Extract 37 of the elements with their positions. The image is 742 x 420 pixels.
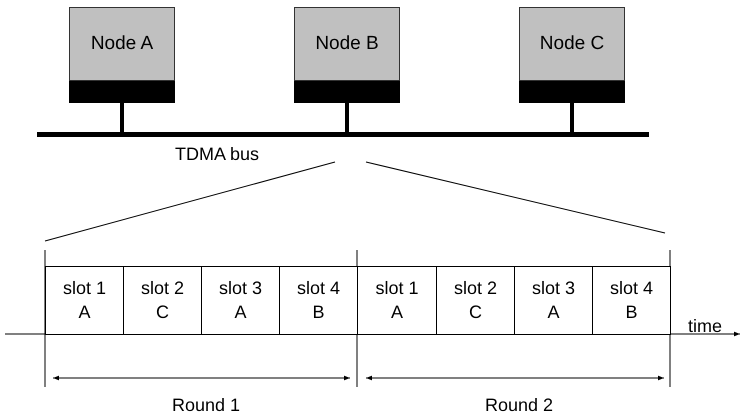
node-id: A: [78, 300, 90, 324]
slot-label: slot 1: [62, 277, 106, 300]
node-box: [519, 7, 625, 103]
axis-label: time: [688, 316, 722, 337]
node-label: Node A: [90, 33, 154, 55]
slot-cell: [201, 266, 280, 335]
slot-cell: [45, 266, 124, 335]
node-box: [69, 7, 175, 103]
slot-cell: [123, 266, 202, 335]
slot-label: slot 1: [375, 277, 419, 300]
node-box: [294, 7, 400, 103]
node-id: C: [156, 300, 169, 324]
node-id: C: [469, 300, 482, 324]
round-label: Round 1: [172, 395, 240, 416]
slot-cell: [592, 266, 671, 335]
slot-label: slot 3: [218, 277, 262, 300]
slot-cell: [357, 266, 437, 335]
node-id: B: [312, 300, 324, 324]
slot-label: slot 4: [610, 277, 654, 300]
connector-line: [120, 103, 124, 132]
node-id: B: [625, 300, 638, 324]
slot-cell: [436, 266, 515, 335]
node-label: Node C: [540, 33, 604, 55]
connector-line: [570, 103, 574, 132]
connector-line: [345, 103, 349, 132]
node-id: A: [547, 300, 560, 324]
node-id: A: [234, 300, 246, 324]
slot-label: slot 3: [532, 277, 576, 300]
node-id: A: [390, 300, 403, 324]
node-label: Node B: [315, 33, 379, 55]
slot-cell: [514, 266, 593, 335]
slot-label: slot 2: [140, 277, 184, 300]
bus-label: TDMA bus: [175, 144, 260, 165]
round-label: Round 2: [485, 395, 554, 416]
slot-cell: [279, 266, 358, 335]
slot-label: slot 2: [454, 277, 498, 300]
slot-label: slot 4: [296, 277, 340, 300]
